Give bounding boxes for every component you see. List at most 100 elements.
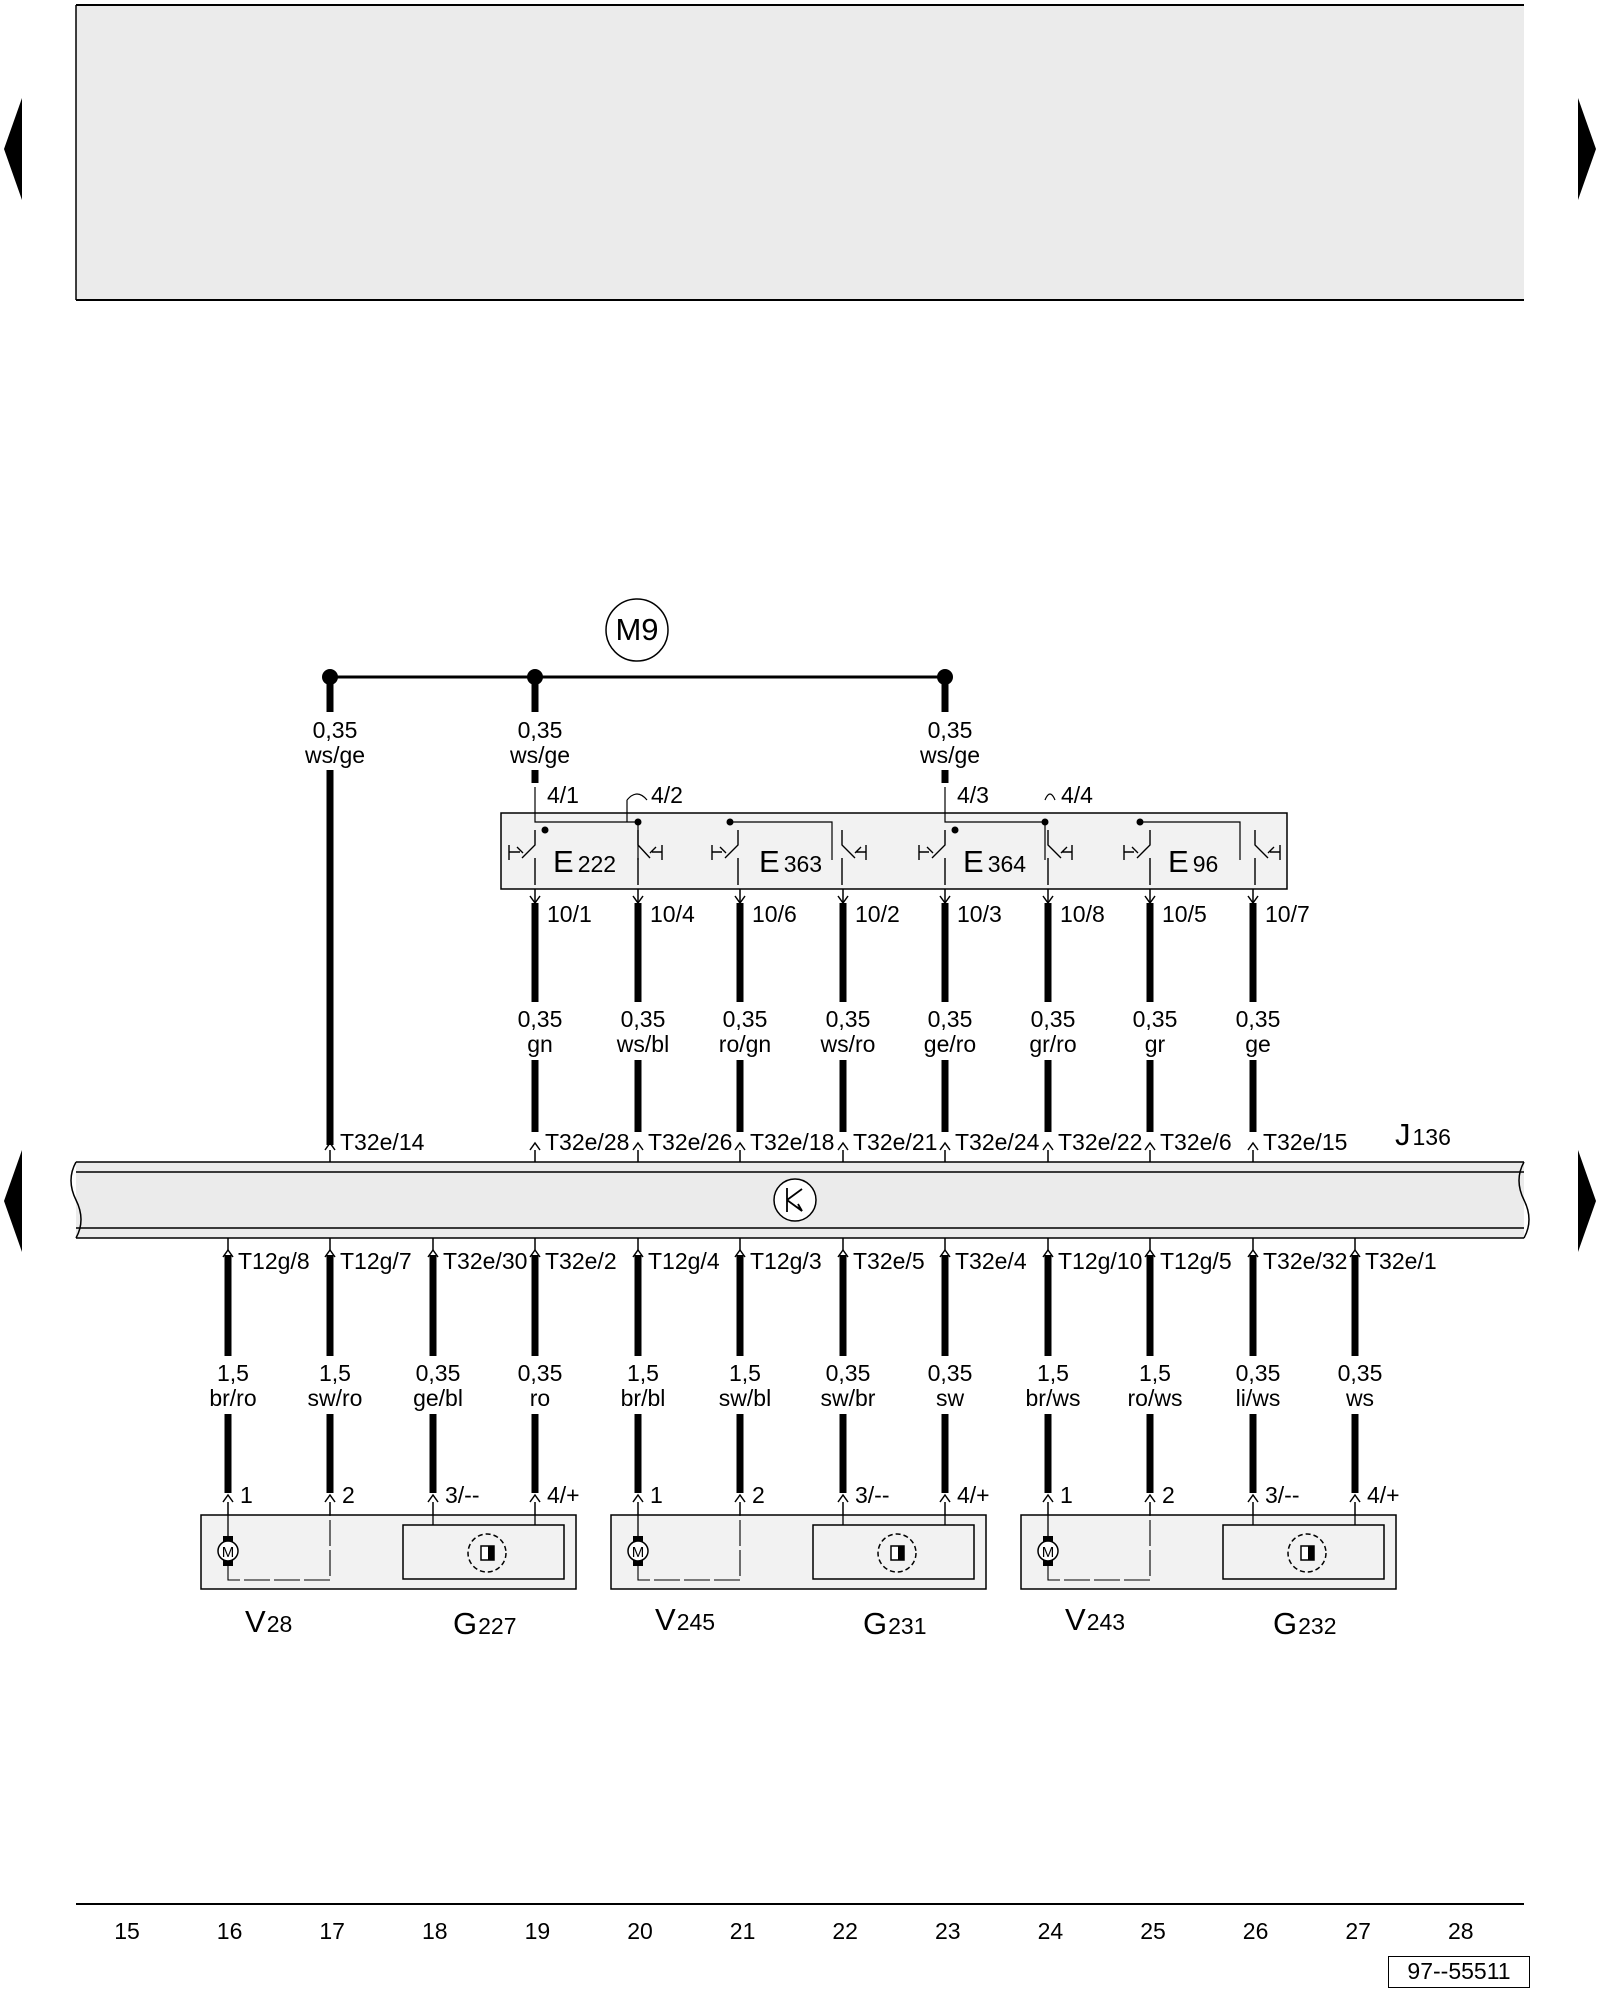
unit-pin-label: T12g/5 — [1160, 1248, 1232, 1274]
switch-pin-label: 10/1 — [547, 901, 592, 927]
track-number: 25 — [1140, 1918, 1166, 1944]
unit-pin-label: T32e/6 — [1160, 1129, 1232, 1155]
wire-color-label: ro/gn — [719, 1031, 771, 1057]
connector-icon — [837, 1248, 849, 1258]
track-number: 26 — [1243, 1918, 1269, 1944]
component-v245-g231 — [610, 1514, 987, 1590]
component-pin-label: 1 — [1060, 1482, 1073, 1508]
track-number: 28 — [1448, 1918, 1474, 1944]
connector-icon — [1144, 1141, 1156, 1151]
wire-gauge-label: 0,35 — [826, 1360, 871, 1386]
connector-icon — [1042, 1248, 1054, 1258]
header-panel — [75, 4, 1524, 301]
unit-pin-label: T32e/21 — [853, 1129, 937, 1155]
connector-icon — [1042, 1493, 1054, 1503]
sensor-label: G232 — [1273, 1606, 1337, 1641]
unit-pin-label: T32e/1 — [1365, 1248, 1437, 1274]
connector-icon — [1144, 1248, 1156, 1258]
component-wire: T12g/51,5ro/ws2 — [1116, 1238, 1232, 1515]
prev-page-arrow-icon[interactable] — [4, 98, 22, 200]
connector-icon — [1349, 1248, 1361, 1258]
wire-color-label: sw — [936, 1385, 965, 1411]
wire-gauge-label: 0,35 — [518, 1360, 563, 1386]
connector-icon — [324, 1248, 336, 1258]
unit-pin-label: T32e/15 — [1263, 1129, 1347, 1155]
component-wire: T12g/81,5br/ro1 — [194, 1238, 310, 1515]
wire-color-label: br/ws — [1026, 1385, 1081, 1411]
component-internal: M — [1037, 1515, 1356, 1581]
component-pin-label: 3/-- — [855, 1482, 890, 1508]
wire-gauge-label: 0,35 — [1338, 1360, 1383, 1386]
wire-gauge-label: 1,5 — [217, 1360, 249, 1386]
motor-icon: M — [1037, 1540, 1059, 1562]
position-sensor-icon — [877, 1533, 917, 1573]
wire-gauge-label: 0,35 — [518, 1006, 563, 1032]
component-wire: T12g/31,5sw/bl2 — [706, 1238, 822, 1515]
connector-icon — [529, 1248, 541, 1258]
component-wire: T12g/71,5sw/ro2 — [296, 1238, 412, 1515]
pin-label: 4/4 — [1061, 782, 1093, 808]
unit-pin-label: T12g/8 — [238, 1248, 310, 1274]
component-wire: T12g/101,5br/ws1 — [1014, 1238, 1142, 1515]
switch-pin-label: 10/2 — [855, 901, 900, 927]
connector-icon — [734, 1248, 746, 1258]
unit-pin-label: T12g/4 — [648, 1248, 720, 1274]
feed-color: ws/ge — [919, 742, 980, 768]
track-number: 21 — [730, 1918, 756, 1944]
connector-icon — [427, 1248, 439, 1258]
feed-gauge: 0,35 — [313, 717, 358, 743]
component-internal: M — [217, 1515, 536, 1581]
wire-gauge-label: 1,5 — [1139, 1360, 1171, 1386]
wire-color-label: br/ro — [209, 1385, 256, 1411]
connector-icon — [222, 1248, 234, 1258]
component-internal: M — [627, 1515, 946, 1581]
track-number: 15 — [114, 1918, 140, 1944]
track-number: 16 — [217, 1918, 243, 1944]
prev-page-arrow-icon-lower[interactable] — [4, 1150, 22, 1252]
unit-pin-label: T32e/2 — [545, 1248, 617, 1274]
connector-icon — [1247, 1141, 1259, 1151]
connector-icon — [632, 1248, 644, 1258]
connector-icon — [632, 1141, 644, 1151]
motor-label: V28 — [245, 1604, 292, 1639]
wire-gauge-label: 0,35 — [928, 1360, 973, 1386]
unit-pin-label: T32e/4 — [955, 1248, 1027, 1274]
motor-icon: M — [217, 1540, 239, 1562]
wire-gauge-label: 0,35 — [928, 1006, 973, 1032]
connector-icon — [939, 1493, 951, 1503]
position-sensor-icon — [467, 1533, 507, 1573]
upper-wires: 10/10,35gnT32e/2810/40,35ws/blT32e/2610/… — [503, 889, 1347, 1162]
connector-icon — [529, 1141, 541, 1151]
component-pin-label: 2 — [342, 1482, 355, 1508]
next-page-arrow-icon[interactable] — [1578, 98, 1596, 200]
motor-icon: M — [627, 1540, 649, 1562]
svg-text:M: M — [1042, 1544, 1055, 1561]
connector-icon — [734, 1493, 746, 1503]
wire-color-label: ge — [1245, 1031, 1271, 1057]
sensor-label: G231 — [863, 1606, 927, 1641]
connector-icon — [1042, 1141, 1054, 1151]
feed-gauge: 0,35 — [928, 717, 973, 743]
connector-icon — [939, 1248, 951, 1258]
component-pin-label: 3/-- — [445, 1482, 480, 1508]
switch-pin-label: 10/3 — [957, 901, 1002, 927]
unit-pin-label: T32e/22 — [1058, 1129, 1142, 1155]
next-page-arrow-icon-lower[interactable] — [1578, 1150, 1596, 1252]
motor-label: V245 — [655, 1602, 715, 1637]
connector-icon — [529, 1493, 541, 1503]
track-number: 17 — [319, 1918, 345, 1944]
wire-color-label: ws/bl — [616, 1031, 669, 1057]
wire-gauge-label: 0,35 — [723, 1006, 768, 1032]
wire-color-label: sw/ro — [308, 1385, 363, 1411]
